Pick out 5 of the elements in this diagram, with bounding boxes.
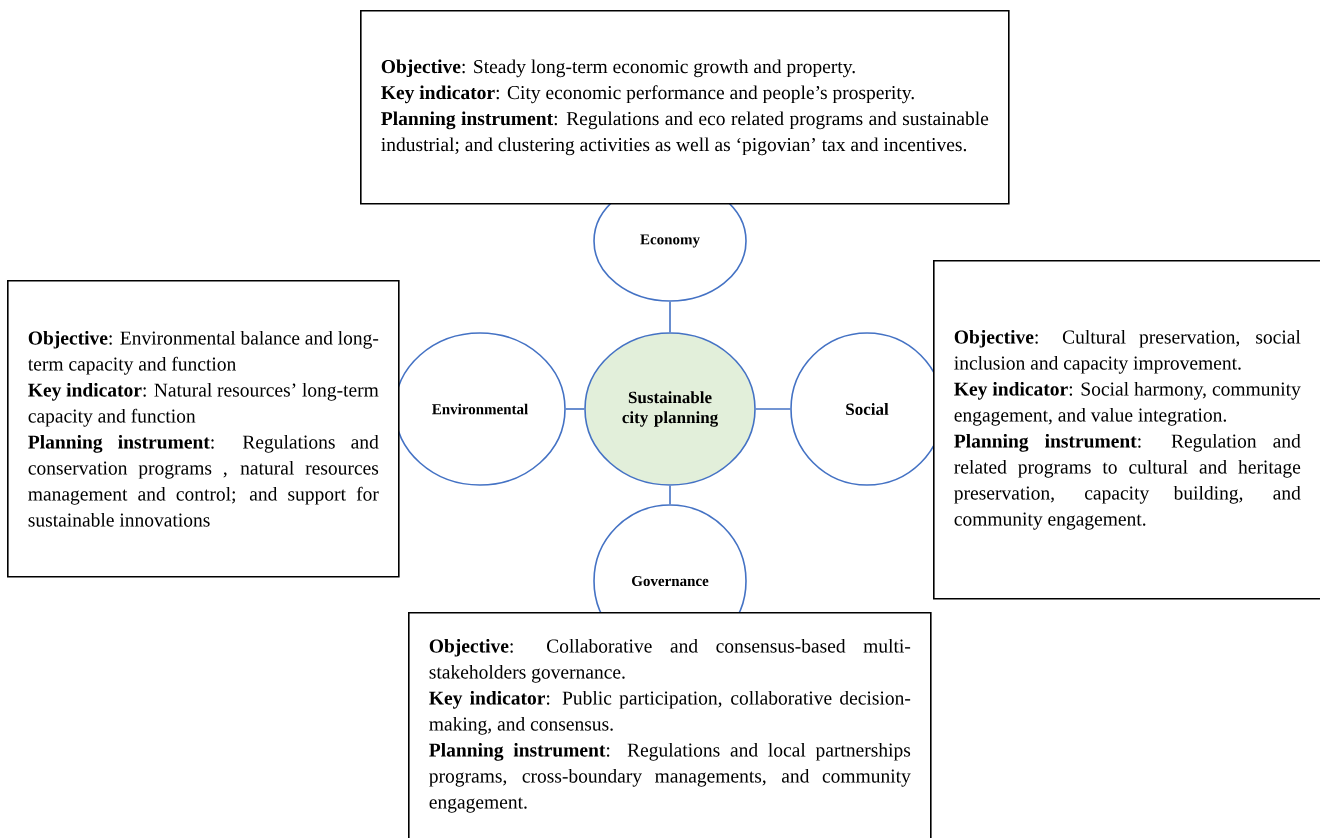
connector-line: [669, 301, 671, 333]
info-box: Objective: Cultural preservation, social inclusion and capacity improvement. Key indicator: Social harmony, community engagement, and value integration. Planning instrument: Regulation and related programs to cultural and heritage preservation, capacity building, and community engagement.: [933, 260, 1320, 600]
connector-line: [565, 408, 585, 410]
connector-line: [669, 485, 671, 505]
connector-line: [755, 408, 791, 410]
